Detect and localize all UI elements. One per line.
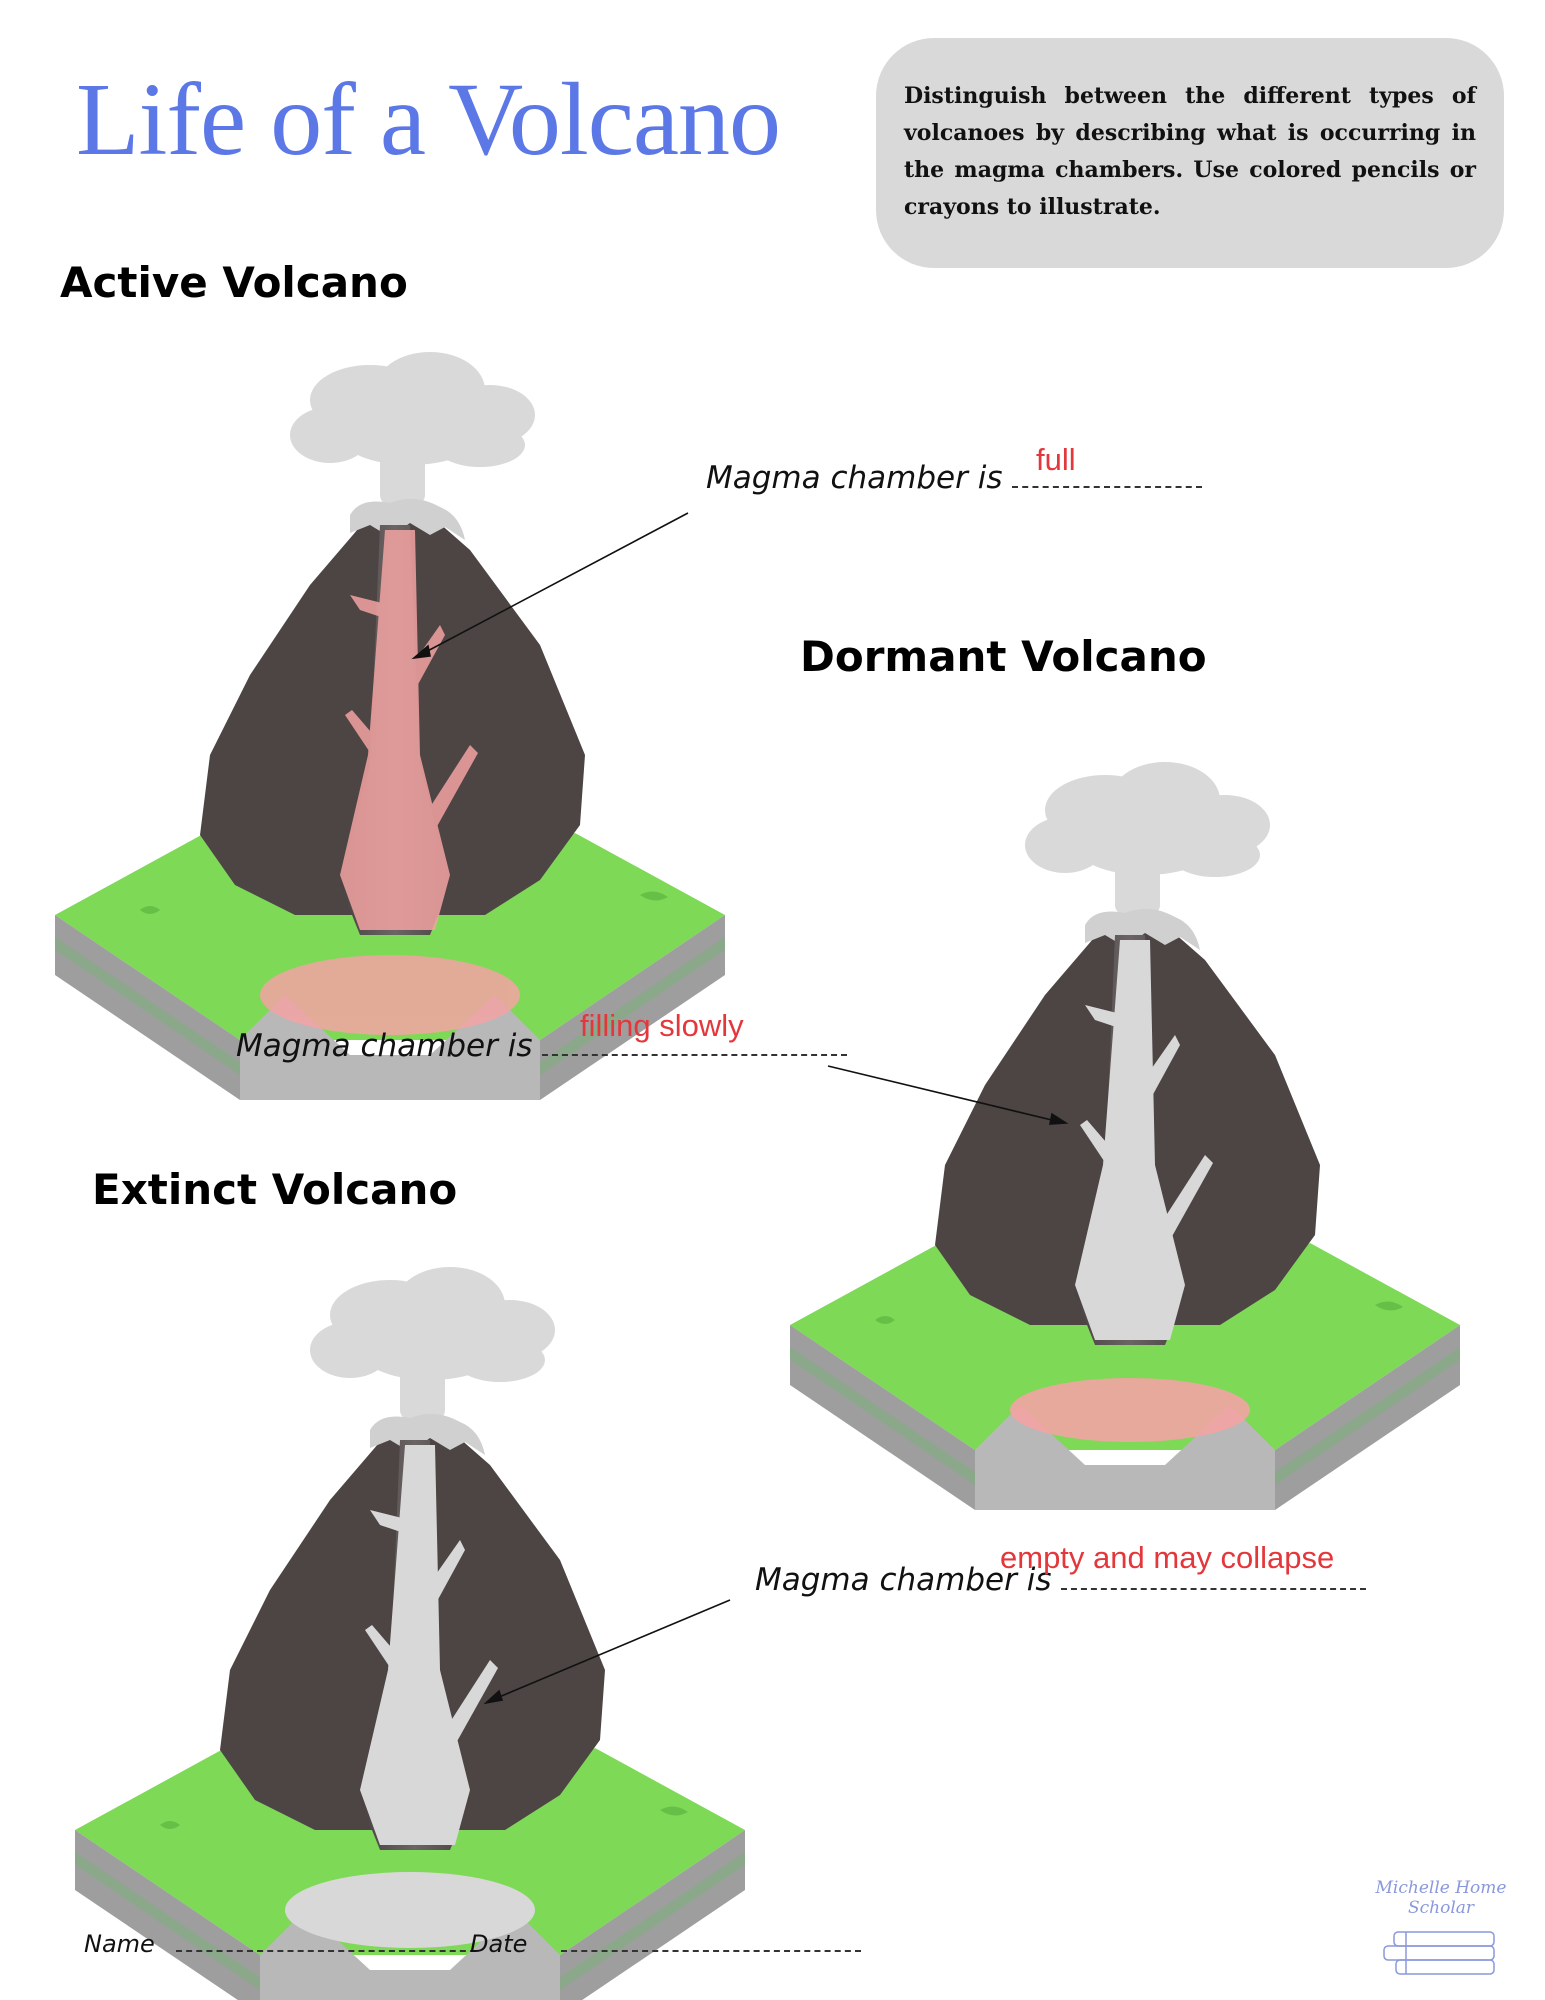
extinct-volcano-heading: Extinct Volcano: [92, 1165, 458, 1214]
extinct-answer-blank[interactable]: [1061, 1584, 1367, 1590]
active-magma: [260, 530, 520, 1035]
instructions-box: Distinguish between the different types …: [876, 38, 1504, 268]
extinct-label: Magma chamber is: [755, 1562, 1367, 1598]
dormant-magma: [1010, 1378, 1250, 1442]
active-label-text: Magma chamber is: [706, 460, 1003, 496]
extinct-answer: empty and may collapse: [1000, 1540, 1335, 1575]
dormant-volcano-heading: Dormant Volcano: [800, 632, 1207, 681]
book-stack-icon: [1383, 1931, 1495, 1975]
logo-line2: Scholar: [1407, 1898, 1475, 1918]
extinct-label-text: Magma chamber is: [755, 1562, 1052, 1598]
name-blank[interactable]: [176, 1946, 477, 1952]
active-volcano-heading: Active Volcano: [60, 258, 408, 307]
dormant-label-text: Magma chamber is: [236, 1028, 533, 1064]
page-title: Life of a Volcano: [76, 62, 781, 177]
name-label: Name: [84, 1930, 155, 1958]
date-field: Date: [470, 1930, 862, 1958]
date-blank[interactable]: [561, 1946, 862, 1952]
active-label: Magma chamber is: [706, 460, 1203, 496]
active-answer-blank[interactable]: [1012, 482, 1203, 488]
active-answer: full: [1036, 442, 1076, 477]
name-field: Name: [84, 1930, 477, 1958]
dormant-label: Magma chamber is: [236, 1028, 848, 1064]
dormant-answer: filling slowly: [580, 1008, 744, 1043]
dormant-answer-blank[interactable]: [542, 1050, 848, 1056]
logo: Michelle Home Scholar: [1366, 1878, 1516, 1988]
instructions-text: Distinguish between the different types …: [904, 83, 1476, 220]
logo-line1: Michelle Home: [1375, 1878, 1507, 1898]
date-label: Date: [470, 1930, 528, 1958]
